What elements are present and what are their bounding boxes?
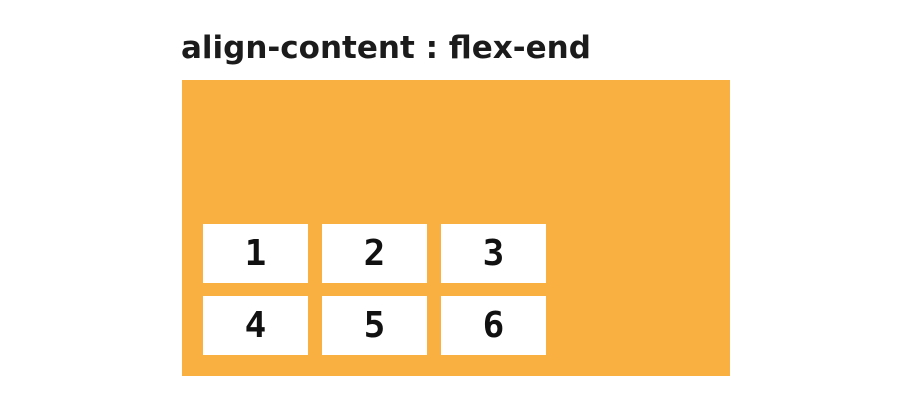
flex-item: 3 [441,224,546,283]
flex-item: 5 [322,296,427,355]
flex-item: 1 [203,224,308,283]
flex-item: 4 [203,296,308,355]
flex-item: 6 [441,296,546,355]
flex-item: 2 [322,224,427,283]
page-title: align-content : flex-end [181,30,591,66]
